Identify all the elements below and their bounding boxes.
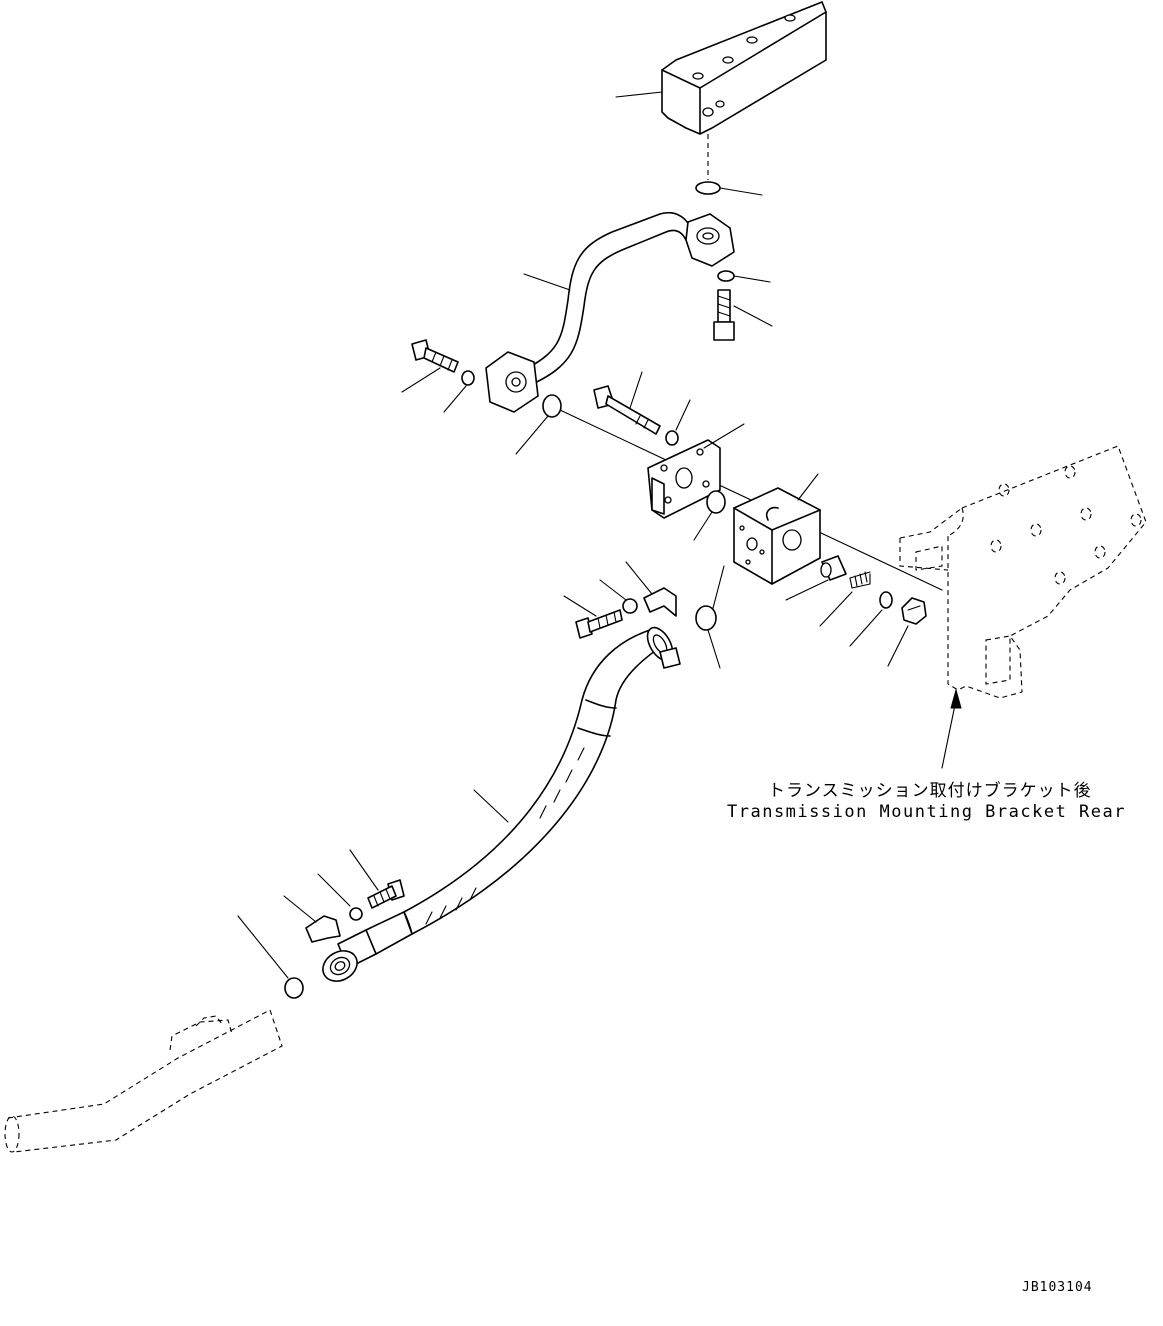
bolt [713,289,735,341]
callout-label-english: Transmission Mounting Bracket Rear [727,802,1126,822]
callout-label-japanese: トランスミッション取付けブラケット後 [768,781,1092,801]
tube-flange-lower [485,351,539,413]
hose-fitting-lower [322,911,413,982]
transmission-mounting-bracket [899,445,1147,699]
leader-line [675,399,691,431]
split-flange-upper [643,587,677,617]
valve-block-middle [733,487,821,585]
leader-line [849,609,883,647]
plug [820,555,847,581]
leader-line [703,423,745,449]
split-flange-lower [305,915,341,943]
leader-line [797,473,819,501]
leader-line [733,305,773,327]
centerline [711,565,725,613]
leader-line [887,625,909,667]
leader-line [237,915,289,979]
leader-line [719,187,763,196]
leader-line [401,367,441,393]
leader-line [693,511,713,541]
o-ring [695,605,717,631]
spring [849,571,871,589]
o-ring [542,394,562,418]
mounting-plate [647,439,721,519]
o-ring-top [695,181,721,195]
leader-line [733,275,771,283]
transmission-pipe [4,1009,283,1153]
plug-hex [901,597,927,625]
leader-line [563,595,597,617]
leader-line [283,895,317,923]
washer [622,598,638,614]
washer [717,270,735,282]
washer [461,370,475,386]
bolt [575,609,623,639]
leader-line [785,579,829,601]
leader-line [599,579,627,601]
callout-arrowhead [950,688,962,709]
valve-block-top [661,1,827,135]
bolt [411,339,459,373]
drawing-number: JB103104 [1022,1280,1093,1295]
leader-line [819,591,853,627]
leader-line [625,561,653,595]
rigid-tube [519,211,691,387]
o-ring [706,490,726,514]
leader-line [707,629,721,669]
washer [349,907,363,921]
leader-line [349,849,379,891]
o-ring-lower [284,977,304,999]
hose-fitting-upper [646,626,681,669]
leader-line [473,789,509,823]
leader-line [523,273,571,291]
leader-line [443,385,467,413]
leader-line [629,371,643,409]
leader-line [615,91,663,98]
callout-arrow-line [941,699,957,769]
washer [665,430,679,446]
tube-flange-upper [685,213,735,267]
o-ring [879,591,893,609]
leader-line [515,415,549,455]
bolt [367,879,405,909]
flexible-hose [403,629,669,935]
long-bolt [593,385,661,435]
leader-line [317,873,351,907]
